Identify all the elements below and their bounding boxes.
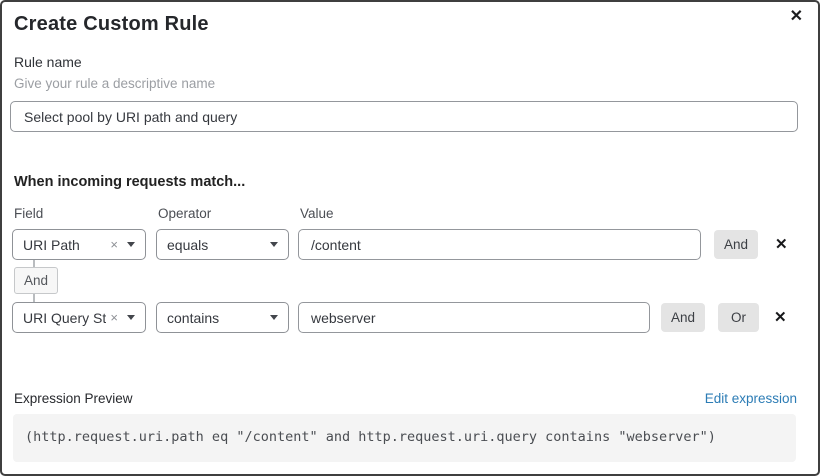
condition-connector: And [2,260,818,302]
clear-field-icon[interactable]: × [110,237,118,252]
chevron-down-icon [127,242,135,247]
rule-name-input[interactable] [10,101,798,132]
operator-select[interactable]: contains [156,302,289,333]
rule-name-label: Rule name [14,54,82,70]
chevron-down-icon [270,242,278,247]
operator-select-value: equals [167,236,209,253]
close-icon[interactable]: ✕ [789,8,803,25]
operator-column-label: Operator [158,206,212,221]
delete-row-icon[interactable]: ✕ [774,309,787,326]
field-select-value: URI Path [23,236,80,253]
field-column-label: Field [14,206,44,221]
delete-row-icon[interactable]: ✕ [775,236,788,253]
field-select[interactable]: URI Query St... × [12,302,146,333]
value-input[interactable] [298,302,650,333]
field-select-value: URI Query St... [23,309,107,326]
clear-field-icon[interactable]: × [110,310,118,325]
connector-and-pill[interactable]: And [14,267,59,294]
condition-column-labels: Field Operator Value [14,206,818,222]
operator-select[interactable]: equals [156,229,289,260]
chevron-down-icon [270,315,278,320]
value-input[interactable] [298,229,701,260]
connector-line [33,260,35,267]
add-or-condition-button[interactable]: Or [718,303,760,332]
condition-row: URI Path × equals And ✕ [12,229,818,260]
chevron-down-icon [127,315,135,320]
match-section-heading: When incoming requests match... [14,174,246,190]
value-column-label: Value [300,206,334,221]
condition-row: URI Query St... × contains And Or ✕ [12,302,818,333]
expression-preview-header: Expression Preview Edit expression [14,390,797,407]
field-select[interactable]: URI Path × [12,229,146,260]
rule-name-helper: Give your rule a descriptive name [14,76,216,91]
edit-expression-link[interactable]: Edit expression [704,391,797,406]
add-and-condition-button[interactable]: And [661,303,706,332]
dialog-title: Create Custom Rule [14,13,209,35]
expression-preview-label: Expression Preview [14,391,133,406]
connector-line [33,294,35,302]
operator-select-value: contains [167,309,220,326]
add-and-condition-button[interactable]: And [714,230,759,259]
expression-code-block: (http.request.uri.path eq "/content" and… [13,414,796,462]
